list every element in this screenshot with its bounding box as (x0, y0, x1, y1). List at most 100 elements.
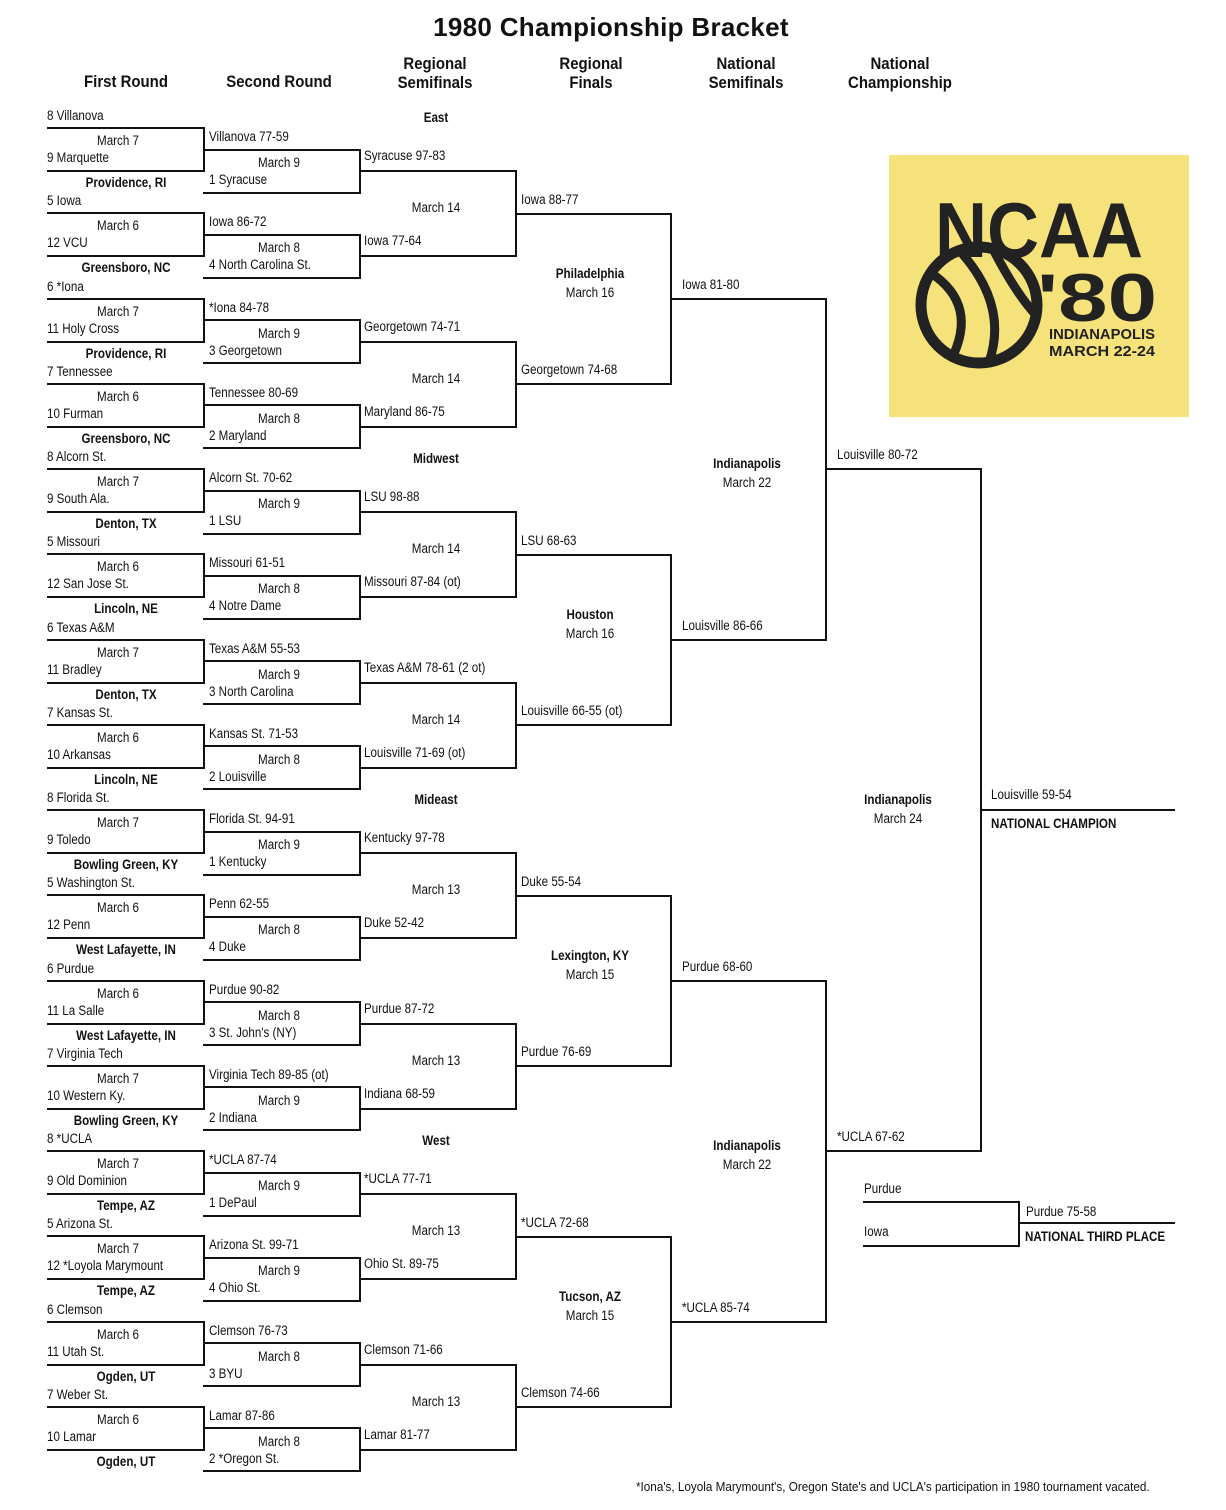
regional-champion: Iowa 81-80 (682, 276, 740, 292)
bracket-line (359, 681, 515, 684)
header-regional-finals: Regional Finals (559, 54, 623, 92)
game-site: Lincoln, NE (94, 601, 158, 617)
first-round-winner: Iowa 86-72 (209, 214, 267, 230)
bracket-line (359, 1107, 515, 1110)
second-round-date: March 9 (258, 1178, 300, 1193)
bracket-line (47, 340, 203, 343)
game-site: Denton, TX (95, 516, 157, 531)
header-regional-semifinals: Regional Semifinals (397, 54, 473, 92)
regional-semifinal-date: March 13 (411, 1223, 461, 1238)
bracket-line (203, 1129, 359, 1132)
game-site: Ogden, UT (96, 1368, 156, 1384)
seed-top: 7 Weber St. (47, 1386, 109, 1402)
game-site: West Lafayette, IN (76, 942, 176, 958)
bracket-line (47, 1278, 203, 1281)
bracket-line (359, 766, 515, 769)
bracket-line (359, 340, 515, 343)
bracket-line (670, 297, 825, 300)
bracket-line (203, 745, 359, 748)
bracket-line (515, 1065, 670, 1068)
bracket-line (359, 1193, 515, 1195)
bracket-line (47, 297, 203, 300)
region-name: East (423, 110, 449, 125)
regional-final-site: Tucson, AZ (559, 1288, 621, 1304)
seed-bottom: 11 La Salle (47, 1002, 105, 1018)
national-champion-label: NATIONAL CHAMPION (991, 816, 1117, 832)
second-round-date: March 8 (258, 240, 300, 256)
second-round-opponent: 3 BYU (209, 1365, 243, 1381)
bracket-line (359, 937, 515, 940)
ncaa-80-logo-graphic: NCAA '80 INDIANAPOLIS MARCH 22-24 (915, 186, 1157, 369)
svg-text:'80: '80 (1037, 260, 1157, 336)
seed-bottom: 10 Furman (47, 405, 104, 421)
seed-top: 6 Clemson (47, 1301, 103, 1317)
regional-semifinal-date: March 13 (411, 1393, 461, 1409)
seed-top: 5 Arizona St. (47, 1216, 113, 1232)
bracket-line (203, 233, 359, 236)
bracket-line (203, 404, 359, 407)
game-date: March 6 (97, 900, 139, 916)
champion-result: Louisville 59-54 (991, 787, 1072, 803)
seed-bottom: 11 Bradley (47, 661, 102, 677)
second-round-opponent: 2 *Oregon St. (209, 1450, 280, 1466)
national-semifinal-site: Indianapolis (713, 1138, 781, 1154)
bracket-line (203, 574, 359, 577)
bracket-line (203, 1044, 359, 1046)
footnote: *Iona's, Loyola Marymount's, Oregon Stat… (636, 1479, 1150, 1494)
second-round-winner: Syracuse 97-83 (364, 148, 446, 163)
bracket-line (47, 1022, 203, 1025)
game-date: March 7 (97, 1241, 139, 1257)
bracket-line (47, 1064, 203, 1067)
bracket-line (515, 212, 670, 215)
header-national-semifinals: National Semifinals (708, 54, 784, 92)
seed-bottom: 11 Utah St. (47, 1343, 105, 1359)
game-date: March 7 (97, 303, 139, 319)
seed-top: 7 Virginia Tech (47, 1045, 123, 1061)
bracket-line (47, 1448, 203, 1451)
bracket-line (47, 723, 203, 726)
bracket-line (203, 1214, 359, 1217)
game-date: March 6 (97, 985, 139, 1001)
regional-semifinal-date: March 14 (411, 370, 461, 386)
bracket-line (203, 148, 359, 151)
game-date: March 7 (97, 133, 139, 148)
seed-bottom: 12 Penn (47, 917, 91, 933)
bracket-line (47, 937, 203, 940)
second-round-opponent: 1 DePaul (209, 1195, 257, 1210)
svg-text:INDIANAPOLIS: INDIANAPOLIS (1049, 326, 1155, 343)
first-round-winner: Virginia Tech 89-85 (ot) (209, 1066, 329, 1082)
bracket-line (47, 1235, 203, 1238)
regional-final-site: Houston (566, 606, 614, 622)
bracket-line (825, 468, 980, 471)
bracket-line (203, 489, 359, 492)
bracket-line (359, 1448, 515, 1451)
seed-top: 5 Missouri (47, 534, 100, 550)
second-round-date: March 9 (258, 1092, 300, 1108)
second-round-winner: Duke 52-42 (364, 915, 425, 931)
regional-semifinal-winner: Georgetown 74-68 (521, 362, 618, 378)
bracket-line (203, 1256, 359, 1259)
second-round-opponent: 3 North Carolina (209, 683, 294, 699)
second-round-date: March 9 (258, 666, 300, 682)
bracket-line (203, 1427, 359, 1430)
game-site: Tempe, AZ (96, 1198, 156, 1213)
seed-bottom: 9 Toledo (47, 832, 91, 847)
bracket-line (47, 979, 203, 982)
bracket-line (47, 1405, 203, 1408)
bracket-line (47, 596, 203, 599)
bracket-line (203, 319, 359, 321)
first-round-winner: *UCLA 87-74 (209, 1152, 277, 1167)
seed-bottom: 9 Marquette (47, 150, 109, 165)
game-date: March 7 (97, 474, 139, 489)
bracket-line (47, 382, 203, 385)
bracket-line (515, 1406, 670, 1409)
bracket-line (359, 1278, 515, 1281)
national-third-place-label: NATIONAL THIRD PLACE (1025, 1229, 1166, 1244)
second-round-date: March 8 (258, 581, 300, 597)
seed-top: 5 Washington St. (47, 875, 135, 891)
first-round-winner: Lamar 87-86 (209, 1407, 275, 1423)
regional-semifinal-winner: Iowa 88-77 (521, 191, 579, 207)
bracket-line (47, 425, 203, 428)
seed-top: 8 Villanova (47, 108, 104, 123)
